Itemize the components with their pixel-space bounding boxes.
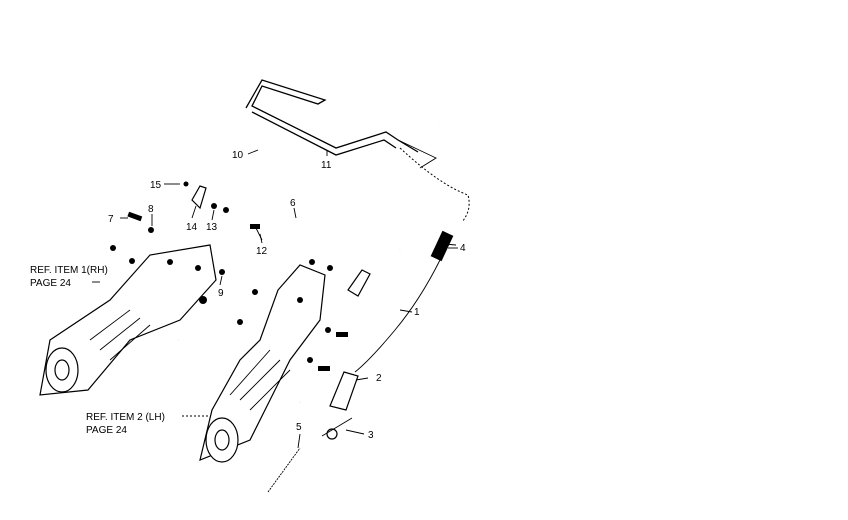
control-cable: [354, 147, 470, 373]
callout-2: 2: [376, 373, 382, 384]
rh-mower-bracket: [39, 244, 217, 396]
ref-item-2-page: PAGE 24: [86, 425, 127, 436]
callout-12: 12: [256, 246, 268, 257]
cable-adjuster: [430, 230, 457, 262]
callout-15: 15: [150, 180, 162, 191]
lower-handle: [177, 198, 352, 403]
upper-handle: [221, 26, 448, 251]
reference-notes: REF. ITEM 1(RH) PAGE 24 REF. ITEM 2 (LH)…: [30, 265, 165, 436]
callout-3: 3: [368, 430, 374, 441]
callout-4: 4: [460, 243, 466, 254]
callout-14: 14: [186, 222, 198, 233]
callout-1: 1: [414, 307, 420, 318]
callout-labels: 1 2 3 4 5 6 7 8 9 10 11 12 13 14 15: [108, 150, 466, 441]
callout-8: 8: [148, 204, 154, 215]
callout-10: 10: [232, 150, 244, 161]
ref-item-1-label: REF. ITEM 1(RH): [30, 265, 108, 276]
ref-item-2-label: REF. ITEM 2 (LH): [86, 412, 165, 423]
callout-11: 11: [321, 160, 332, 171]
hardware: [110, 181, 371, 493]
callout-9: 9: [218, 288, 224, 299]
callout-5: 5: [296, 422, 302, 433]
leader-lines: [92, 149, 458, 449]
control-bail: [245, 79, 437, 169]
ref-item-1-page: PAGE 24: [30, 278, 71, 289]
callout-6: 6: [290, 198, 296, 209]
callout-13: 13: [206, 222, 218, 233]
callout-7: 7: [108, 214, 114, 225]
lh-mower-bracket: [199, 264, 326, 463]
